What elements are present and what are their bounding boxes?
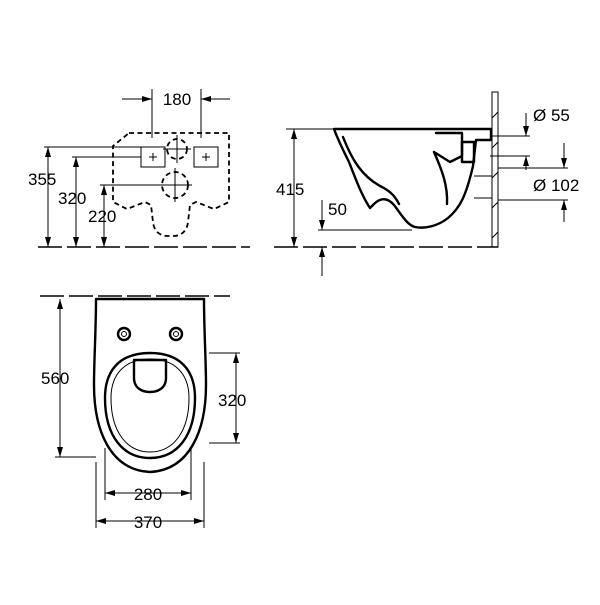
hinge-left-inner <box>121 331 127 337</box>
hinge-right <box>168 326 184 342</box>
dim-415-label: 415 <box>276 180 304 199</box>
wall <box>491 91 499 248</box>
bowl-inner-line <box>341 135 401 206</box>
side-view: 415 50 Ø 55 Ø 102 <box>274 91 579 276</box>
dim-355-arrow-bottom <box>45 237 51 247</box>
pipe-inlet <box>460 140 476 164</box>
dia-55-label: Ø 55 <box>533 106 570 125</box>
dim-560-arrow-top <box>57 299 63 309</box>
dim-220-arrow-bottom <box>101 237 107 247</box>
dim-370-arrow-left <box>96 518 106 524</box>
dim-355-label: 355 <box>28 170 56 189</box>
dim-320p-arrow-bottom <box>233 433 239 443</box>
bowl-profile <box>332 127 493 229</box>
dim-320p-label: 320 <box>218 391 246 410</box>
bowl-connector <box>432 131 464 164</box>
dim-320-arrow-top <box>73 157 79 167</box>
inlet-axis <box>163 135 191 163</box>
wall-hatch <box>491 111 499 239</box>
dim-220-label: 220 <box>88 207 116 226</box>
dia-55-arrow-top <box>523 126 529 136</box>
hinge-left <box>116 326 132 342</box>
dim-280-label: 280 <box>134 485 162 504</box>
fixing-right <box>193 146 219 168</box>
seat-inner <box>103 351 197 460</box>
dim-560-label: 560 <box>41 369 69 388</box>
dim-50-label: 50 <box>328 200 347 219</box>
dim-320-label: 320 <box>58 189 86 208</box>
dim-320-arrow-bottom <box>73 237 79 247</box>
front-view: 180 355 320 220 <box>28 89 250 248</box>
outlet-axis <box>158 168 192 202</box>
hinge-right-inner <box>173 331 179 337</box>
plan-view: 560 320 280 370 <box>40 295 246 532</box>
dim-50-arrow-top <box>319 220 325 230</box>
dim-415-arrow-bottom <box>291 237 297 247</box>
dim-280-arrow-left <box>105 490 115 496</box>
dim-180-label: 180 <box>163 90 191 109</box>
seat-inner-ring <box>110 358 190 453</box>
dim-415-arrow-top <box>291 129 297 139</box>
dia-55-arrow-bottom <box>523 156 529 166</box>
dim-180-arrow-right <box>201 96 211 102</box>
dim-355-arrow-top <box>45 147 51 157</box>
dim-320p-arrow-top <box>233 353 239 363</box>
dim-370-arrow-right <box>194 518 204 524</box>
pipe-outlet <box>474 175 492 199</box>
dim-560-arrow-bottom <box>57 447 63 457</box>
dim-220-arrow-top <box>101 185 107 195</box>
dim-50-arrow-bottom <box>319 247 325 257</box>
dim-280-arrow-right <box>181 490 191 496</box>
dia-102-label: Ø 102 <box>533 176 579 195</box>
dia-102-arrow-bottom <box>561 200 567 210</box>
dim-180-arrow-left <box>142 96 152 102</box>
dia-102-arrow-top <box>561 158 567 168</box>
dim-370-label: 370 <box>134 513 162 532</box>
bowl-spout <box>132 358 168 394</box>
fixing-left-mark <box>149 153 157 161</box>
seat-outer <box>92 297 208 474</box>
bowl-trap-line <box>432 150 449 206</box>
fixing-right-mark <box>202 153 210 161</box>
